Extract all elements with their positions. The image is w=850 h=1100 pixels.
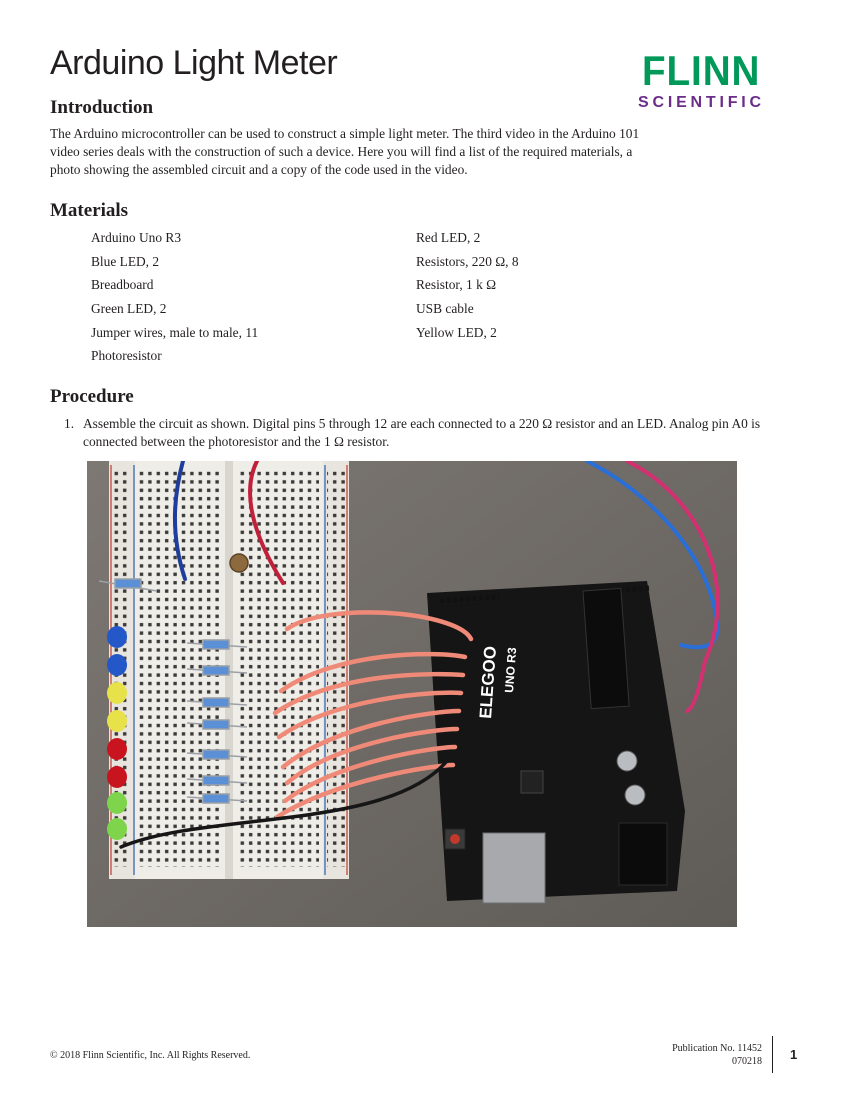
resistor: [202, 639, 230, 650]
orange-jumper-wire: [276, 690, 464, 740]
microcontroller-chip: [582, 587, 630, 710]
flinn-scientific-logo: FLINN SCIENTIFIC: [638, 50, 800, 120]
resistor: [202, 665, 230, 676]
copyright-notice: © 2018 Flinn Scientific, Inc. All Rights…: [50, 1050, 251, 1061]
orange-jumper-wire: [284, 726, 460, 786]
material-item: Green LED, 2: [91, 301, 167, 317]
publication-number: Publication No. 11452: [672, 1043, 762, 1054]
resistor: [202, 775, 230, 786]
yellow-led: [107, 682, 127, 704]
procedure-step: 1. Assemble the circuit as shown. Digita…: [64, 415, 774, 451]
red-jumper-wire: [248, 461, 285, 585]
red-led: [107, 766, 127, 788]
footer-divider: [772, 1036, 773, 1073]
introduction-text: The Arduino microcontroller can be used …: [50, 126, 640, 177]
resistor: [202, 719, 230, 730]
power-jack: [618, 822, 668, 886]
material-item: Photoresistor: [91, 348, 162, 364]
resistor: [202, 749, 230, 760]
orange-jumper-wire: [272, 671, 466, 716]
material-item: Breadboard: [91, 277, 154, 293]
page-title: Arduino Light Meter: [50, 44, 338, 82]
material-item: Red LED, 2: [416, 230, 481, 245]
blue-usb-lead: [585, 461, 720, 650]
circuit-photo: ELEGOO UNO R3: [87, 461, 737, 927]
yellow-led: [107, 710, 127, 732]
blue-led: [107, 626, 127, 648]
pink-usb-lead: [625, 461, 720, 713]
circuit-illustration: ELEGOO UNO R3: [87, 461, 737, 927]
photoresistor: [229, 553, 249, 573]
publication-info: Publication No. 11452 070218: [560, 1042, 762, 1068]
green-led: [107, 792, 127, 814]
orange-jumper-wire: [282, 744, 458, 804]
crystal: [520, 770, 544, 794]
red-led: [107, 738, 127, 760]
material-item: USB cable: [416, 301, 474, 317]
arduino-board: ELEGOO UNO R3: [427, 581, 685, 904]
procedure-heading: Procedure: [50, 386, 134, 407]
material-item: Arduino Uno R3: [91, 230, 182, 245]
page-number: 1: [790, 1047, 798, 1062]
jumper-wires: [119, 461, 720, 849]
usb-port: [482, 832, 546, 904]
board-model: UNO R3: [502, 647, 519, 694]
orange-jumper-wire: [284, 610, 474, 642]
material-item: Blue LED, 2: [91, 253, 160, 269]
green-led: [107, 818, 127, 840]
capacitor: [624, 784, 646, 806]
materials-heading: Materials: [50, 200, 129, 221]
introduction-heading: Introduction: [50, 97, 154, 118]
orange-jumper-wire: [278, 651, 468, 694]
led-column: [107, 626, 127, 840]
resistor-set: [98, 578, 248, 804]
blue-jumper-wire: [173, 461, 187, 581]
material-item: Jumper wires, male to male, 11: [91, 324, 259, 340]
procedure-step-number: 1.: [64, 416, 75, 431]
logo-wordmark-top: FLINN: [642, 47, 761, 94]
logo-wordmark-bottom: SCIENTIFIC: [638, 94, 765, 111]
black-jumper-wire: [119, 759, 449, 849]
resistor: [202, 697, 230, 708]
materials-list: Arduino Uno R3 Red LED, 2 Blue LED, 2 Re…: [91, 229, 691, 371]
capacitor: [616, 750, 638, 772]
resistor: [114, 578, 142, 589]
publication-code: 070218: [732, 1056, 762, 1067]
material-item: Resistor, 1 k Ω: [416, 277, 497, 293]
material-item: Resistors, 220 Ω, 8: [416, 253, 519, 269]
material-item: Yellow LED, 2: [416, 324, 497, 340]
procedure-step-text: Assemble the circuit as shown. Digital p…: [83, 416, 761, 449]
resistor: [202, 793, 230, 804]
blue-led: [107, 654, 127, 676]
orange-jumper-wire: [280, 708, 462, 770]
